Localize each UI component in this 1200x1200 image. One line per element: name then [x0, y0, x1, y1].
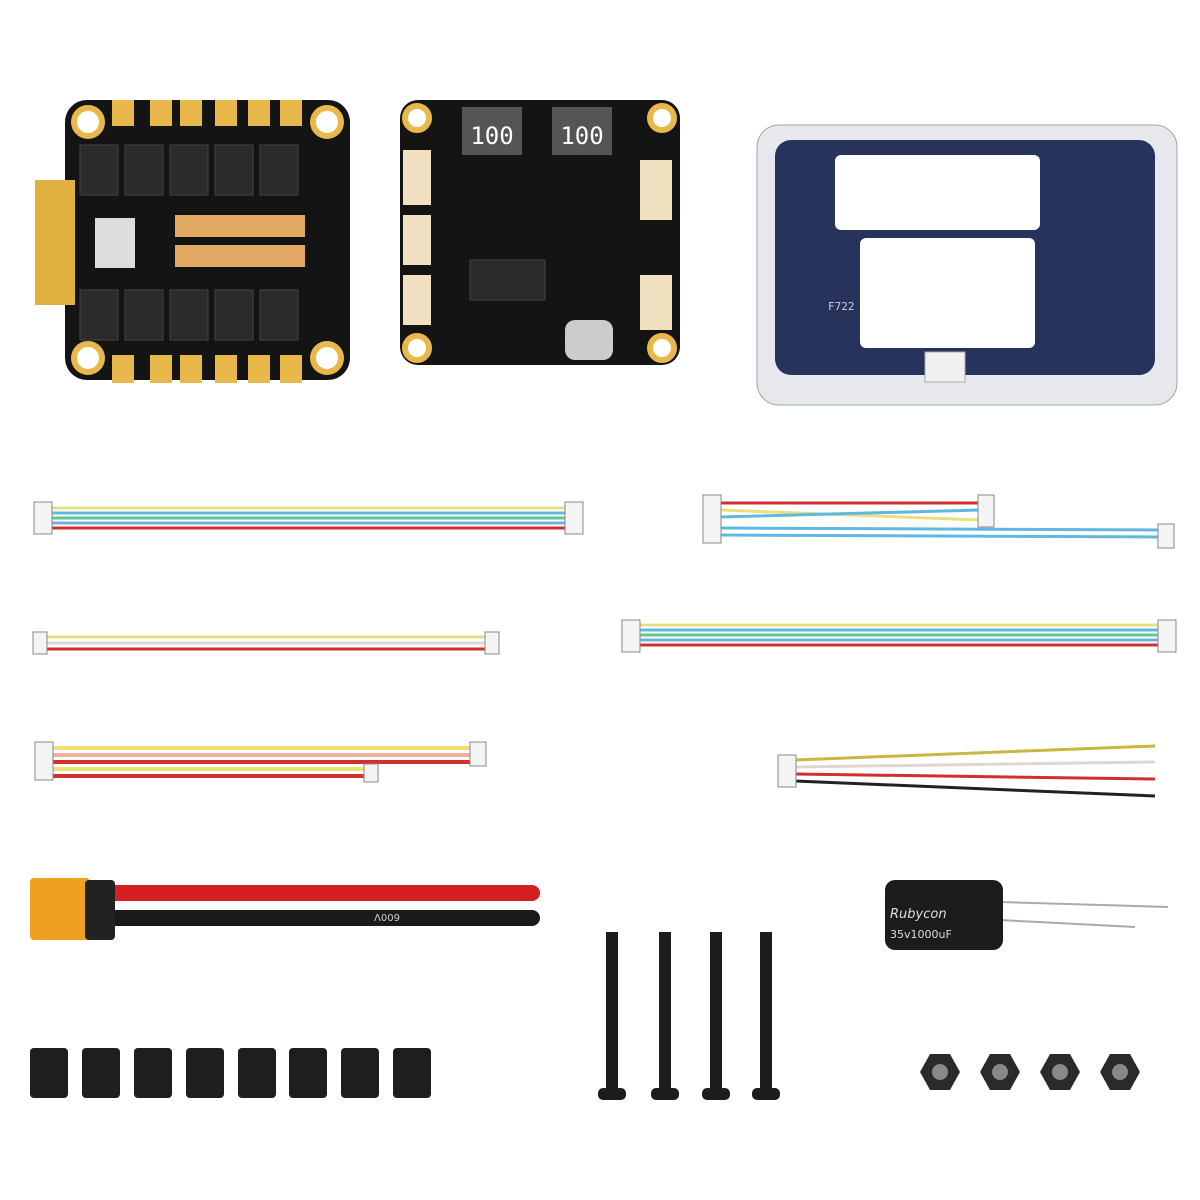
capacitor: Rubycon 35v1000uF	[885, 880, 1169, 950]
rubber-grommets	[30, 1048, 431, 1098]
xt60-power-lead: 600V	[30, 878, 540, 940]
cable-split	[702, 494, 1175, 549]
capacitor-rating: 35v1000uF	[890, 928, 952, 941]
usb-c-port	[565, 320, 613, 360]
screws	[598, 932, 780, 1100]
hex-nuts	[920, 1054, 1140, 1090]
wire-print: 600V	[374, 911, 400, 922]
box-label: F722	[828, 300, 855, 313]
cable-6pin-medium	[621, 619, 1177, 653]
esc-board	[35, 100, 350, 383]
cable-4pin-dual	[34, 741, 487, 783]
cable-6pin-long	[33, 501, 584, 535]
inductor-label: 100	[470, 122, 513, 150]
storage-box: F722	[756, 124, 1178, 406]
cable-4pin-pigtail	[777, 744, 1156, 798]
inductor-label: 100	[560, 122, 603, 150]
cable-3pin	[32, 631, 500, 655]
capacitor-brand: Rubycon	[890, 907, 947, 922]
flight-controller-board: 100 100	[400, 100, 680, 365]
